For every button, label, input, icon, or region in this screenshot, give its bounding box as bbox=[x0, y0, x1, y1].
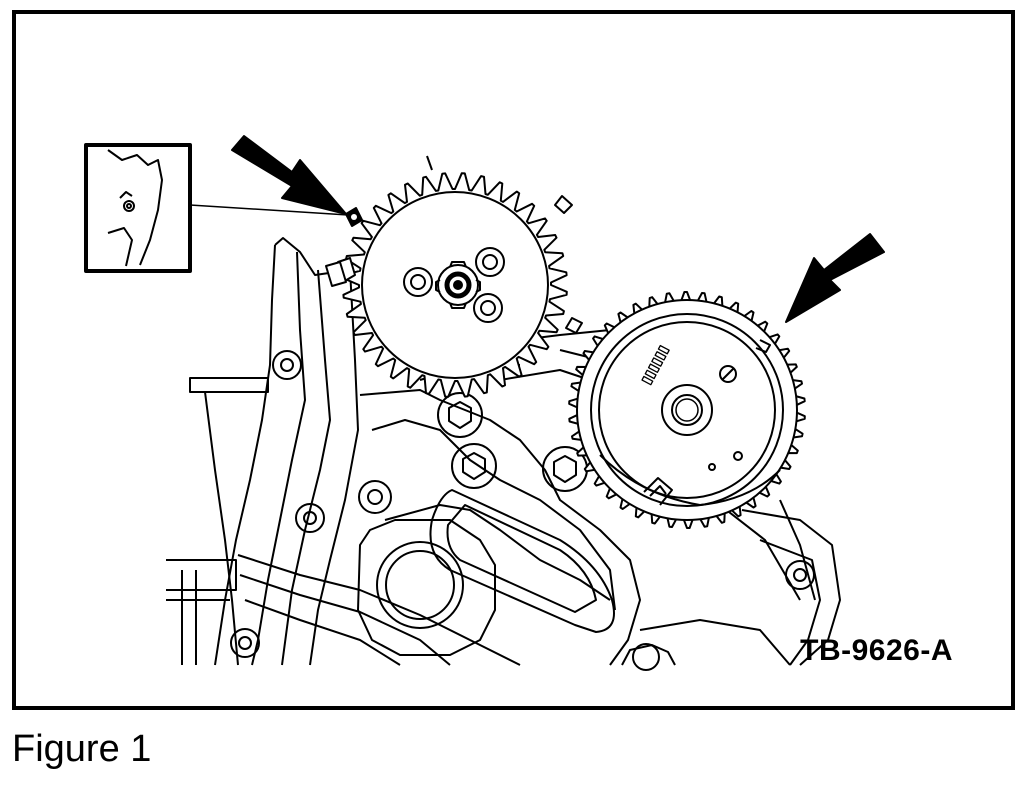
engine-block-outline bbox=[166, 237, 841, 671]
pin-detail-inset bbox=[84, 143, 349, 273]
arrow-intake-pin bbox=[231, 135, 347, 215]
timing-diagram bbox=[84, 135, 885, 671]
exhaust-camshaft-sprocket bbox=[568, 291, 806, 529]
arrow-exhaust-mark bbox=[785, 233, 885, 323]
stamp-glyph bbox=[651, 357, 664, 367]
intake-camshaft-sprocket bbox=[325, 155, 583, 398]
stamp-glyph bbox=[641, 375, 654, 386]
figure-caption: Figure 1 bbox=[12, 728, 152, 770]
stamp-glyph bbox=[647, 363, 660, 373]
stamp-glyph bbox=[657, 344, 670, 355]
indicator-arrows bbox=[231, 135, 885, 323]
sprocket-stamp-marks bbox=[641, 344, 670, 386]
reference-code: TB-9626-A bbox=[800, 634, 953, 667]
stamp-glyph bbox=[654, 351, 667, 361]
figure-frame: TB-9626-A bbox=[12, 10, 1015, 710]
bolt-bosses bbox=[230, 350, 815, 658]
stamp-glyph bbox=[644, 369, 657, 380]
cropped-top-text bbox=[330, 0, 890, 6]
